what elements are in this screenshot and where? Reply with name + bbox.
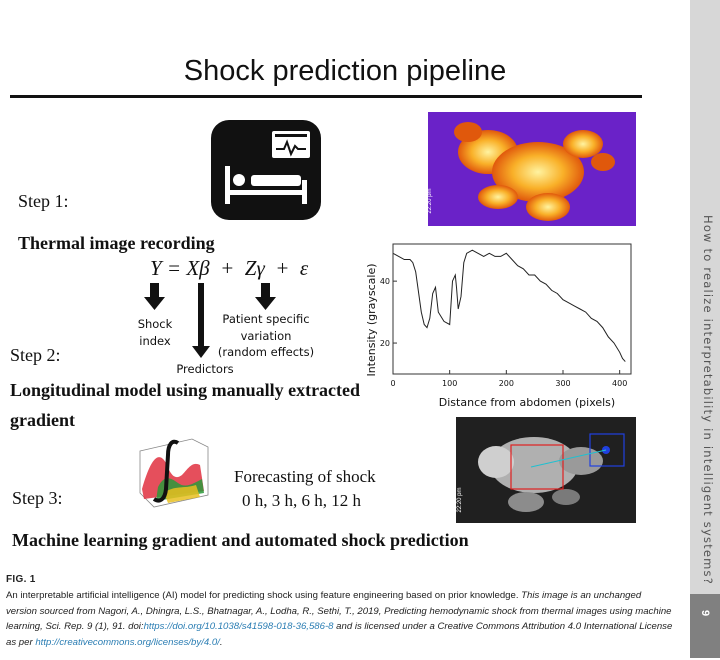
page-number: 9 bbox=[699, 609, 711, 617]
step-3-description: Machine learning gradient and automated … bbox=[12, 530, 469, 550]
forecast-horizons: 0 h, 3 h, 6 h, 12 h bbox=[242, 491, 361, 510]
arrow-predictors bbox=[192, 283, 210, 358]
predictors-label: Predictors bbox=[176, 362, 234, 376]
x-tick-label: 100 bbox=[442, 379, 457, 388]
caption-text: An interpretable artificial intelligence… bbox=[6, 590, 673, 648]
machine-learning-integral-icon bbox=[134, 431, 214, 511]
mixed-model-equation: Y = Xβ + Zγ + ε bbox=[150, 256, 309, 280]
thermal-image bbox=[428, 112, 636, 226]
x-axis-label: Distance from abdomen (pixels) bbox=[439, 396, 615, 409]
equation-arrows bbox=[144, 283, 276, 358]
figure-caption: FIG. 1 An interpretable artificial intel… bbox=[6, 572, 674, 650]
forecast-title: Forecasting of shock bbox=[234, 467, 376, 486]
x-tick-label: 200 bbox=[499, 379, 514, 388]
step-1-description: Thermal image recording bbox=[18, 233, 215, 253]
hospital-bed-monitor-icon bbox=[211, 120, 321, 220]
right-sidebar bbox=[690, 0, 720, 658]
y-tick-label: 40 bbox=[380, 277, 390, 286]
page-number-box bbox=[690, 594, 720, 658]
x-tick-label: 400 bbox=[612, 379, 627, 388]
y-axis-label: Intensity (grayscale) bbox=[365, 263, 378, 376]
intensity-series-line bbox=[392, 249, 626, 362]
plot-frame bbox=[392, 243, 632, 375]
step-2-label: Step 2: bbox=[10, 345, 61, 365]
step-2-description: Longitudinal model using manually extrac… bbox=[10, 380, 361, 430]
license-link[interactable]: http://creativecommons.org/licenses/by/4… bbox=[35, 636, 220, 648]
forecast-label: Forecasting of shock 0 h, 3 h, 6 h, 12 h bbox=[234, 465, 376, 513]
x-tick-label: 0 bbox=[390, 379, 395, 388]
grayscale-image bbox=[456, 417, 636, 523]
running-title: How to realize interpretability in intel… bbox=[701, 214, 715, 586]
title-rule bbox=[10, 95, 642, 98]
doi-link[interactable]: https://doi.org/10.1038/s41598-018-36,58… bbox=[143, 621, 334, 633]
step-3-label: Step 3: bbox=[12, 488, 63, 508]
y-tick-label: 20 bbox=[380, 339, 390, 348]
figure-label: FIG. 1 bbox=[6, 574, 36, 585]
step-1-label: Step 1: bbox=[18, 191, 69, 211]
page-title: Shock prediction pipeline bbox=[183, 55, 507, 87]
arrow-random-effects bbox=[255, 283, 276, 310]
x-tick-label: 300 bbox=[555, 379, 570, 388]
intensity-chart: Intensity (grayscale) Distance from abdo… bbox=[365, 243, 632, 409]
arrow-shock-index bbox=[144, 283, 165, 310]
